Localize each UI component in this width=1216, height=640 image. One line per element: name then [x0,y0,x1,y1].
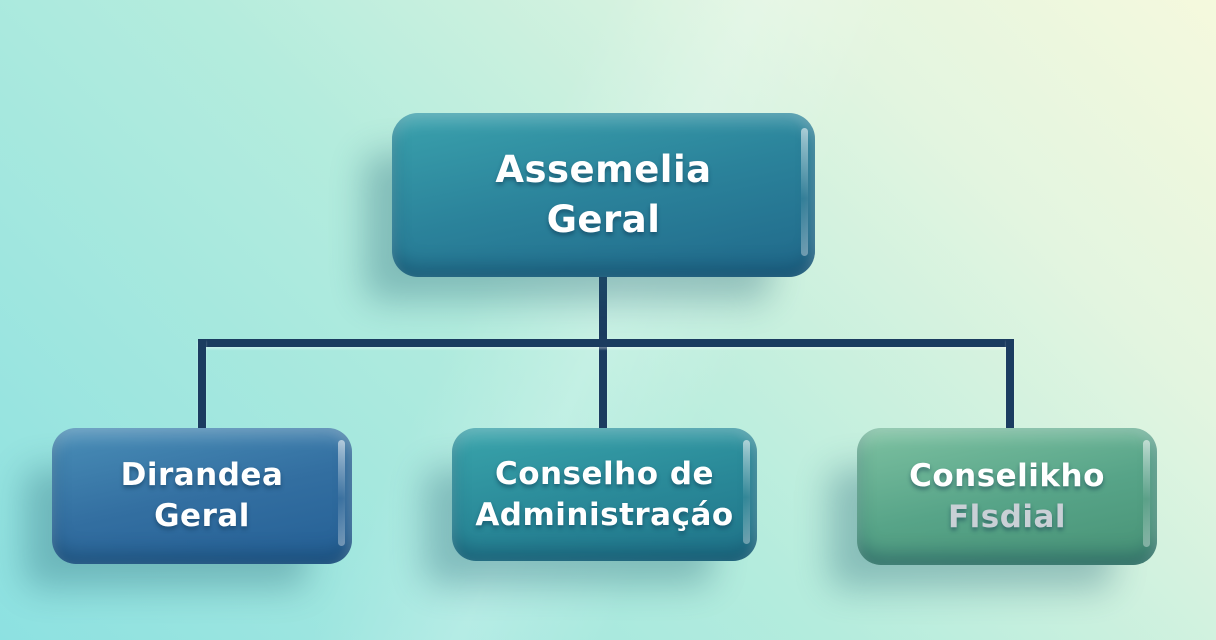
connector-root-vertical [599,274,607,432]
connector-left-vertical [198,339,206,432]
org-node-right-label-line2: Flsdial [947,498,1067,535]
org-node-root-label-line1: Assemelia [495,148,712,191]
org-node-right: Conselikho Flsdial [857,428,1157,565]
org-node-root-label-line2: Geral [546,198,661,241]
org-node-left-label-line1: Dirandea [120,457,284,493]
org-node-left: Dirandea Geral [52,428,352,564]
org-node-root: Assemelia Geral [392,113,815,277]
org-node-right-label-line1: Conselikho [909,457,1105,494]
org-node-middle-label-line1: Conselho de [494,455,715,492]
connector-horizontal [198,339,1014,347]
connector-right-vertical [1006,339,1014,432]
org-node-middle-label-line2: Administraçáo [475,496,734,533]
org-node-middle: Conselho de Administraçáo [452,428,757,561]
org-node-left-label-line2: Geral [154,498,250,534]
